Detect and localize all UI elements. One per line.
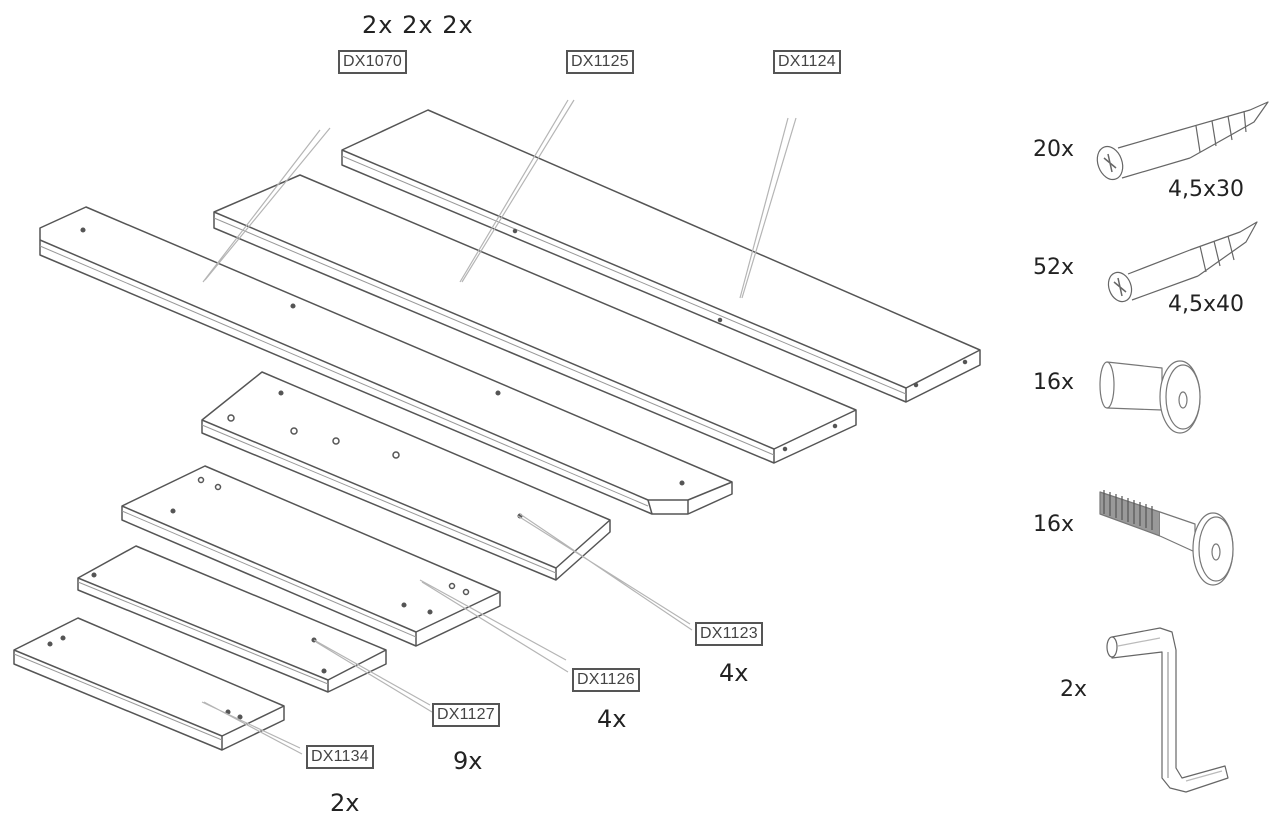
board-dx1124 (341, 109, 981, 403)
leader-lines (201, 99, 797, 755)
qty-screw-4-5x30: 20x (1033, 137, 1075, 162)
qty-dx1127: 9x (453, 747, 483, 775)
qty-dx1123: 4x (719, 659, 749, 687)
allen-key-icon (1106, 627, 1229, 793)
board-dx1125 (213, 174, 857, 464)
board-dx1126 (121, 465, 501, 647)
board-dx1070 (39, 206, 733, 515)
qty-barrel-nut: 16x (1033, 370, 1075, 395)
top-quantities-label: 2x 2x 2x (362, 11, 474, 39)
qty-allen-bolt: 16x (1033, 512, 1075, 537)
qty-dx1134: 2x (330, 789, 360, 817)
board-dx1127 (77, 545, 387, 693)
part-code-dx1125: DX1125 (566, 50, 634, 74)
allen-bolt-icon (1099, 490, 1234, 586)
part-code-dx1123: DX1123 (695, 622, 763, 646)
part-code-dx1126: DX1126 (572, 668, 640, 692)
screw-4-5x40-icon (1107, 221, 1258, 303)
qty-dx1126: 4x (597, 705, 627, 733)
screw-4-5x30-icon (1096, 101, 1269, 181)
barrel-nut-icon (1099, 360, 1201, 434)
size-screw-4-5x30: 4,5x30 (1168, 177, 1245, 202)
size-screw-4-5x40: 4,5x40 (1168, 292, 1245, 317)
part-code-dx1070: DX1070 (338, 50, 408, 74)
part-code-dx1127: DX1127 (432, 703, 500, 727)
part-code-dx1134: DX1134 (306, 745, 374, 769)
part-code-dx1124: DX1124 (773, 50, 841, 74)
qty-screw-4-5x40: 52x (1033, 255, 1075, 280)
board-dx1134 (13, 617, 285, 751)
qty-allen-key: 2x (1060, 677, 1088, 702)
